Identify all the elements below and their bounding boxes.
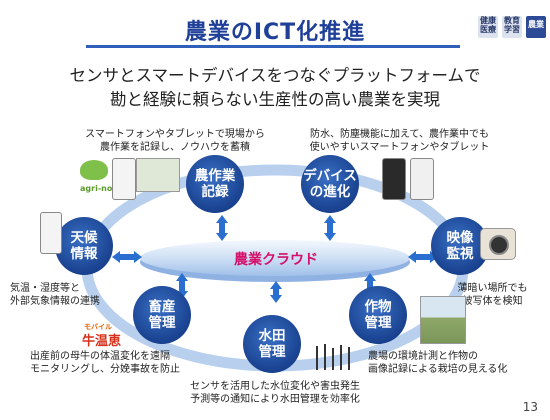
node-video-label-1: 映像	[446, 230, 474, 246]
node-device-label-2: の進化	[309, 184, 351, 200]
subtitle-line-2: 勘と経験に頼らない生産性の高い農業を実現	[110, 90, 440, 109]
arrow-video	[408, 251, 438, 263]
white-smartphone-image	[410, 158, 434, 200]
black-smartphone-image	[382, 158, 406, 200]
title-underline	[86, 45, 460, 48]
node-paddy-label-2: 管理	[258, 344, 286, 360]
tag-education: 教育学習	[502, 16, 522, 38]
arrow-record	[216, 215, 228, 241]
cloud-label: 農業クラウド	[234, 252, 318, 268]
node-weather-label-1: 天候	[70, 230, 98, 246]
node-weather-label-2: 情報	[70, 246, 98, 262]
node-crop-label-2: 管理	[364, 315, 392, 331]
desc-crop-line-2: 画像記録による栽培の見える化	[368, 364, 508, 375]
tablet-screen-image	[136, 158, 180, 192]
desc-record: スマートフォンやタブレットで現場から 農作業を記録し、ノウハウを蓄積	[70, 128, 280, 154]
desc-livestock: 出産前の母牛の体温変化を遠隔 モニタリングし、分娩事故を防止	[30, 350, 230, 376]
arrow-device	[324, 215, 336, 241]
desc-paddy-line-1: センサを活用した水位変化や害虫発生	[190, 381, 360, 392]
desc-livestock-line-2: モニタリングし、分娩事故を防止	[30, 364, 180, 375]
node-livestock	[133, 286, 191, 344]
desc-weather-line-2: 外部気象情報の連携	[10, 296, 100, 307]
node-crop-label: 作物 管理	[349, 299, 407, 331]
node-livestock-label-2: 管理	[148, 315, 176, 331]
node-device	[301, 155, 359, 213]
agri-note-logo-text: agri-note	[80, 184, 122, 193]
node-weather	[55, 217, 113, 275]
node-record-label-2: 記録	[201, 184, 229, 200]
arrows	[112, 215, 438, 303]
desc-video-line-2: 被写体を検知	[462, 296, 523, 307]
desc-livestock-line-1: 出産前の母牛の体温変化を遠隔	[30, 351, 170, 362]
node-weather-label: 天候 情報	[55, 230, 113, 262]
node-video-label: 映像 監視	[431, 230, 489, 262]
desc-record-line-2: 農作業を記録し、ノウハウを蓄積	[100, 142, 250, 153]
node-paddy-label: 水田 管理	[243, 328, 301, 360]
smartphone-screen-image	[112, 158, 136, 200]
node-livestock-label-1: 畜産	[148, 299, 176, 315]
node-crop	[349, 286, 407, 344]
desc-device-line-1: 防水、防塵機能に加えて、農作業中でも	[310, 129, 489, 140]
field-sensor-photo	[420, 296, 466, 344]
desc-device: 防水、防塵機能に加えて、農作業中でも 使いやすいスマートフォンやタブレット	[292, 128, 507, 154]
node-record	[186, 155, 244, 213]
node-video	[431, 217, 489, 275]
desc-paddy-line-2: 予測等の通知により水田管理を効率化	[190, 394, 360, 405]
desc-crop: 農場の環境計測と作物の 画像記録による栽培の見える化	[368, 350, 548, 376]
node-crop-label-1: 作物	[364, 299, 392, 315]
desc-weather-line-1: 気温・湿度等と	[10, 283, 80, 294]
gyuonkei-logo-text: 牛温恵	[82, 334, 122, 349]
desc-crop-line-1: 農場の環境計測と作物の	[368, 351, 478, 362]
node-record-label-1: 農作業	[194, 168, 236, 184]
arrow-paddy	[270, 281, 282, 303]
desc-record-line-1: スマートフォンやタブレットで現場から	[85, 129, 265, 140]
node-record-label: 農作業 記録	[186, 168, 244, 200]
node-livestock-label: 畜産 管理	[133, 299, 191, 331]
node-device-label: デバイス の進化	[301, 168, 359, 200]
node-device-label-1: デバイス	[303, 168, 357, 184]
weather-app-phone-image	[40, 212, 62, 254]
subtitle-line-1: センサとスマートデバイスをつなぐプラットフォームで	[69, 66, 481, 85]
node-paddy	[243, 315, 301, 373]
arrow-weather	[112, 251, 142, 263]
paddy-sensor-devices-image	[312, 342, 356, 370]
desc-device-line-2: 使いやすいスマートフォンやタブレット	[309, 142, 490, 153]
surveillance-camera-icon	[480, 228, 516, 260]
desc-paddy: センサを活用した水位変化や害虫発生 予測等の通知により水田管理を効率化	[170, 380, 380, 406]
node-paddy-label-1: 水田	[258, 328, 286, 344]
desc-weather: 気温・湿度等と 外部気象情報の連携	[10, 282, 140, 308]
gyuonkei-logo-small-text: モバイル	[84, 323, 112, 331]
node-video-label-2: 監視	[446, 246, 474, 262]
tag-health: 健康医療	[478, 16, 498, 38]
desc-video-line-1: 薄暗い場所でも	[457, 283, 528, 294]
cloud-disk	[140, 240, 410, 276]
desc-video: 薄暗い場所でも 被写体を検知	[440, 282, 545, 308]
tag-agriculture: 農業	[526, 16, 546, 38]
page-title: 農業のICT化推進	[184, 20, 366, 45]
page-number: 13	[522, 400, 538, 414]
frog-logo-icon	[80, 160, 108, 180]
